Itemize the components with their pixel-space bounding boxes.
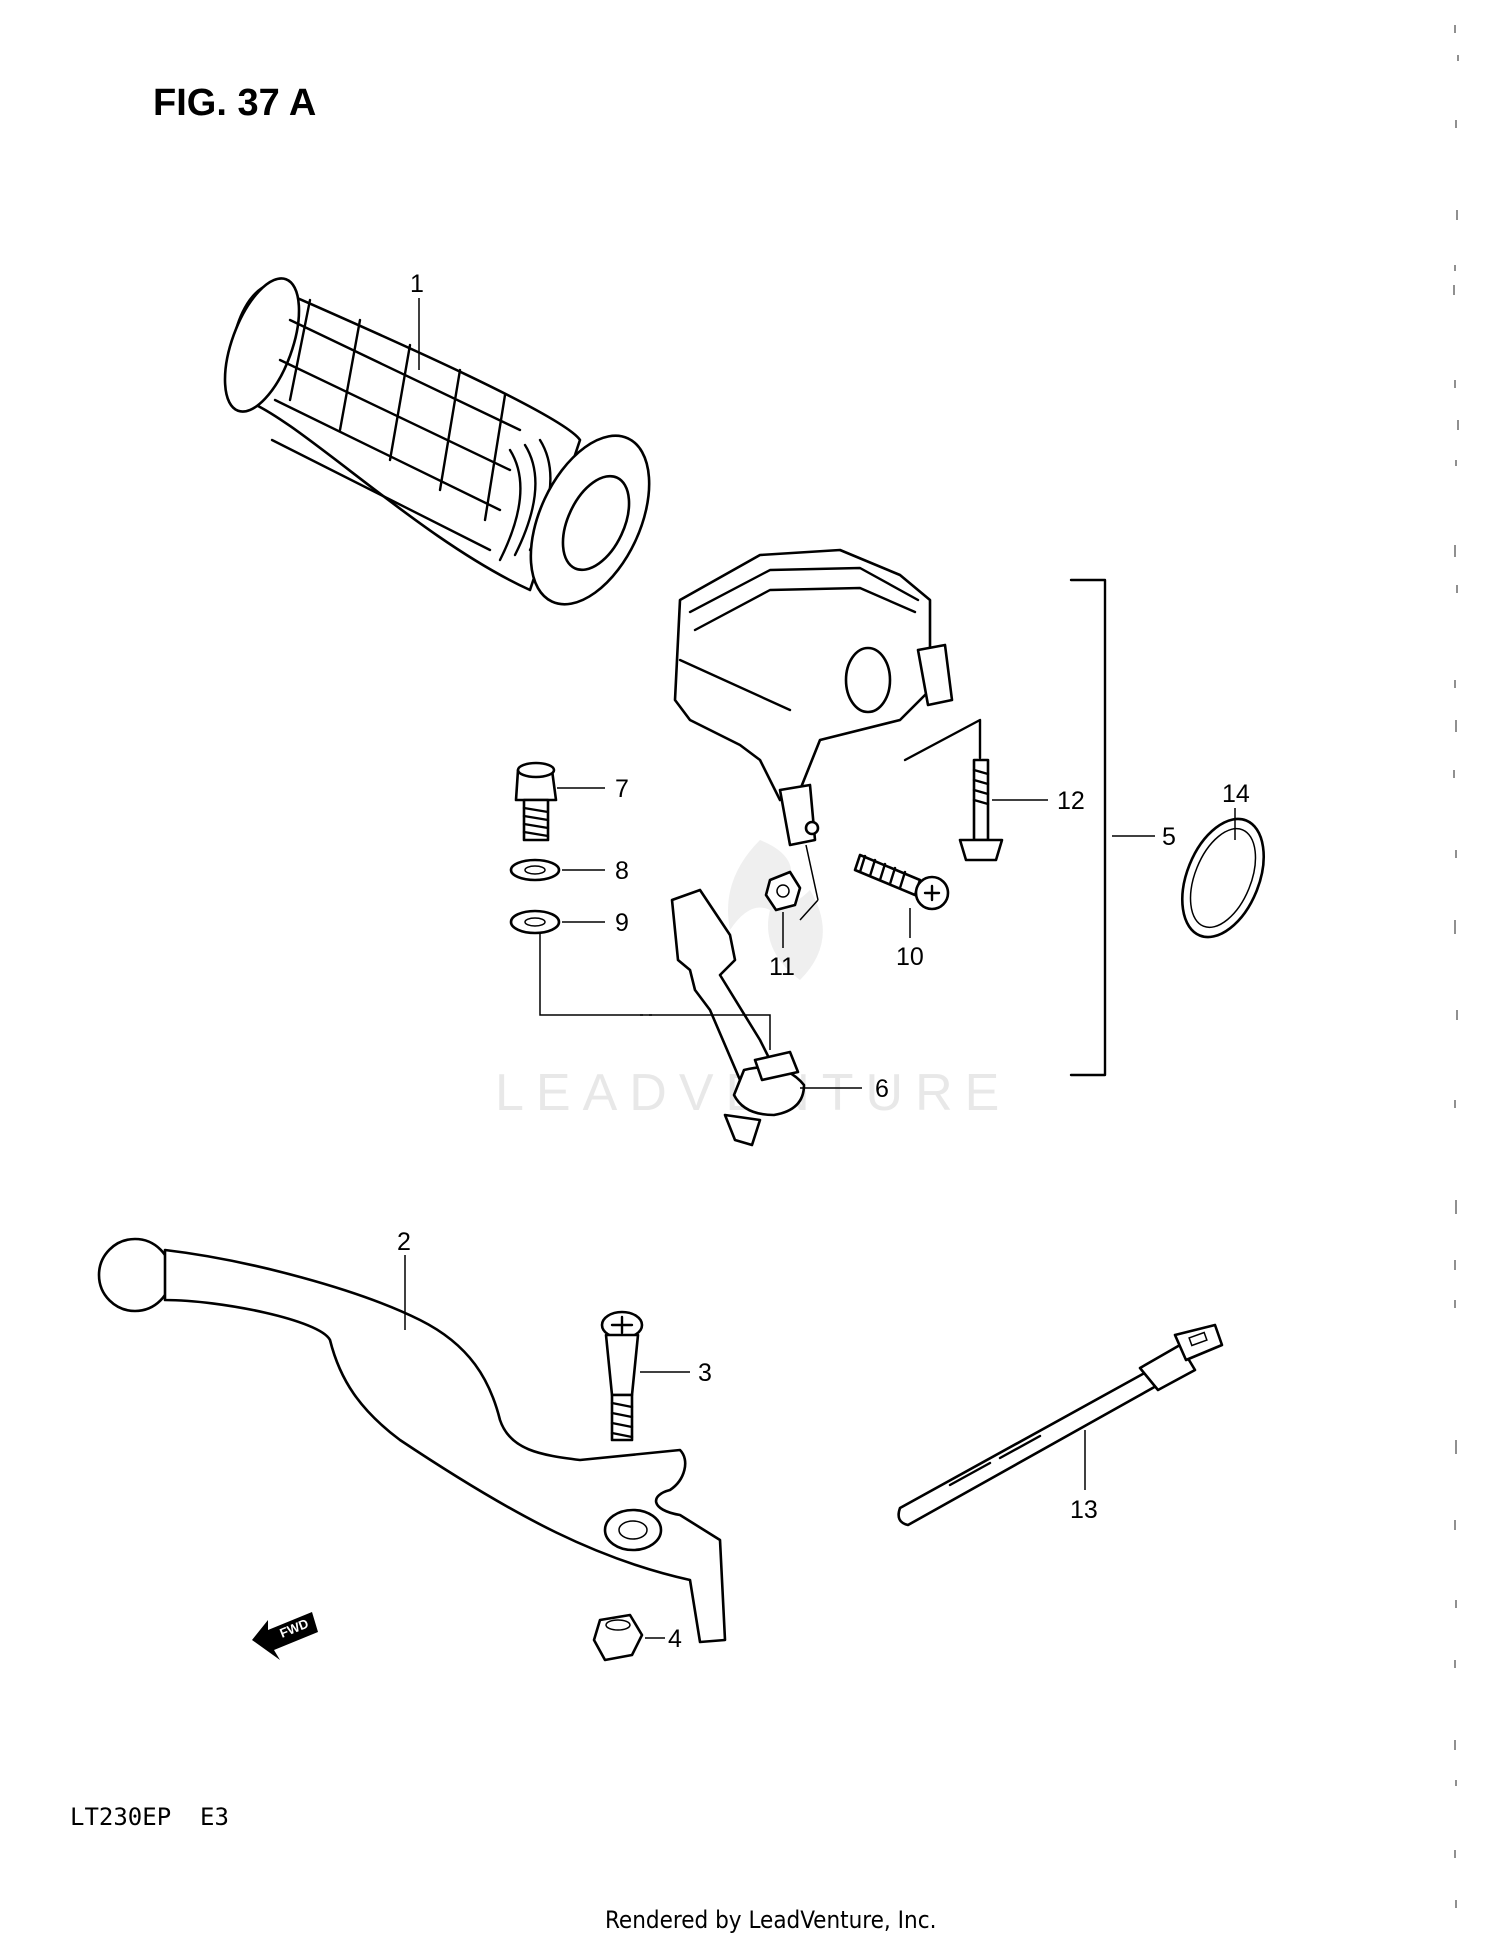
part-screw-12 [958,758,1004,862]
callout-13: 13 [1070,1496,1098,1524]
callout-2: 2 [397,1228,411,1256]
callout-6: 6 [875,1075,889,1103]
callout-12: 12 [1057,787,1085,815]
part-switch [670,888,806,1147]
bracket-5 [1069,578,1107,1077]
figure-title: FIG. 37 A [153,82,316,124]
part-washer-9 [509,909,561,935]
callout-7: 7 [615,775,629,803]
leader-lines [404,298,1236,1639]
model-code: LT230EP E3 [70,1803,229,1831]
part-washer-9-hole [524,917,546,927]
callout-10: 10 [896,943,924,971]
callout-5: 5 [1162,823,1176,851]
scan-specks [1453,25,1459,1908]
callout-labels: 1 2 3 4 5 6 7 8 9 10 11 12 13 14 [397,270,1250,1653]
callout-3: 3 [698,1359,712,1387]
part-housing [673,548,982,847]
callout-14: 14 [1222,780,1250,808]
part-pivot-bolt-3 [600,1310,644,1442]
callout-11: 11 [769,953,795,981]
fwd-arrow-icon: FWD [252,1612,318,1660]
part-bolt-7 [514,761,558,842]
footer-credit: Rendered by LeadVenture, Inc. [605,1906,936,1934]
part-washer-8 [509,858,561,882]
part-washer-8-hole [524,865,546,875]
part-oring-14-inner [1189,827,1257,929]
part-grip [223,277,651,606]
part-nut-4 [592,1613,644,1662]
callout-8: 8 [615,857,629,885]
callout-9: 9 [615,909,629,937]
part-oring-14 [1181,817,1265,939]
part-lever [97,1237,727,1644]
part-nut-11 [764,870,802,912]
part-cable-tie-13 [897,1323,1224,1527]
part-screw-10 [853,853,950,911]
callout-1: 1 [410,270,424,298]
callout-4: 4 [668,1625,682,1653]
